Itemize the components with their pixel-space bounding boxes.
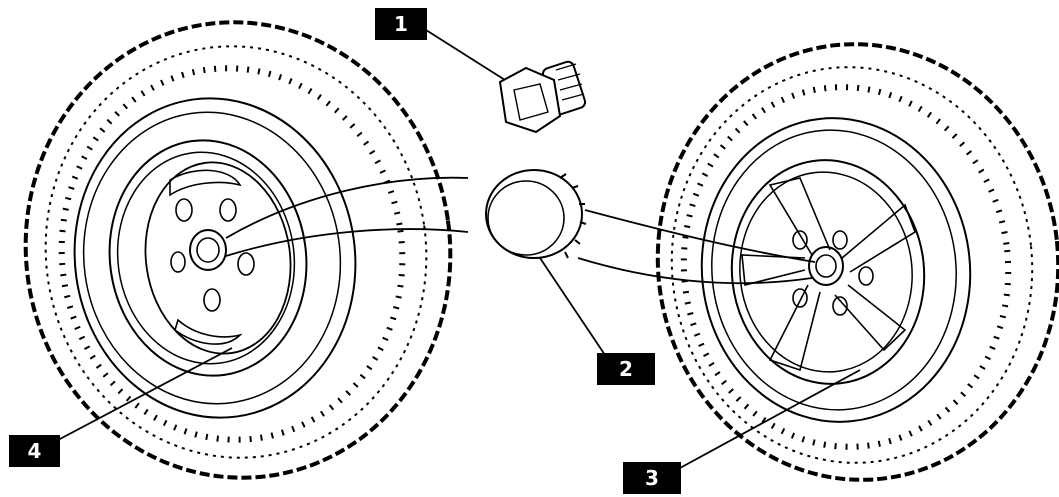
left-tyre-outer [0,0,480,497]
projection-left-lower [226,229,468,256]
leader-line-4 [58,348,232,440]
callout-4: 4 [9,435,60,467]
centre-cap [486,170,586,258]
callout-2: 2 [597,353,655,385]
left-rim [95,128,322,389]
left-stud-hole-1 [176,199,192,221]
left-vent-slot-bottom [175,320,240,344]
right-spoke-2 [842,205,915,272]
left-stud-hole-2 [220,199,236,221]
left-wheel-disc [133,153,302,363]
right-spoke-3 [835,285,905,350]
projection-right-lower [578,258,812,283]
left-vent-slot-top [170,170,240,195]
right-rim [721,151,935,394]
projection-right-upper [585,210,815,262]
right-stud-hole-2 [833,231,847,249]
right-tyre-outer [636,24,1059,497]
leader-line-1 [426,30,505,80]
left-stud-hole-5 [171,252,185,272]
right-stud-hole-3 [859,267,873,285]
right-wheel [636,24,1059,497]
leader-lines [58,30,860,468]
right-spoke-4 [770,285,820,370]
leader-line-2 [540,258,605,355]
left-wheel [0,0,480,497]
locking-wheel-nut [500,60,587,132]
right-stud-hole-5 [793,289,807,307]
callout-1: 1 [375,8,427,40]
leader-line-3 [680,370,860,468]
left-stud-hole-4 [204,289,220,311]
callout-3: 3 [623,462,681,494]
left-centre-hub [190,230,226,270]
left-tyre-sidewall [54,80,376,436]
right-centre-hub [809,247,843,285]
left-stud-hole-3 [238,253,254,275]
right-spoke-1 [770,178,830,255]
